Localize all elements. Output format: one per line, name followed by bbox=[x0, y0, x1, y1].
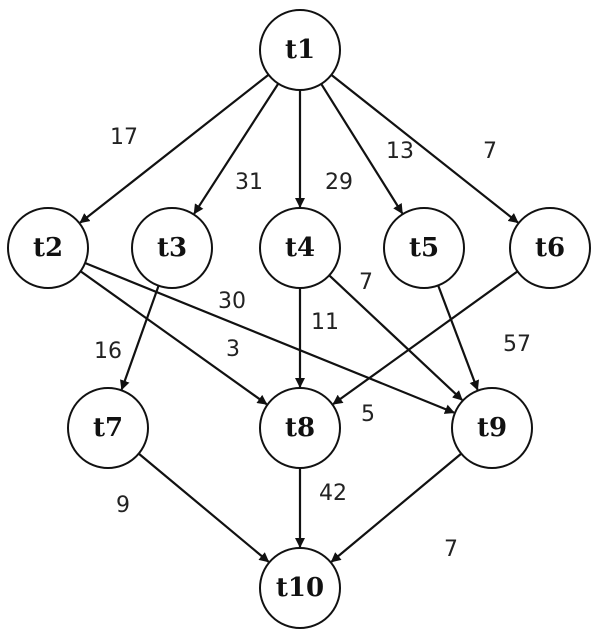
edge-t1-t3 bbox=[193, 82, 280, 215]
edge-weight-t3-t7: 16 bbox=[94, 339, 122, 364]
node-label-t3: t3 bbox=[157, 233, 187, 263]
edge-weight-t9-t10: 7 bbox=[444, 537, 458, 562]
edge-weight-t2-t9: 30 bbox=[218, 289, 246, 314]
edge-weight-t7-t10: 9 bbox=[116, 493, 130, 518]
node-circle-t6 bbox=[509, 207, 591, 289]
node-t1: t1 bbox=[259, 9, 341, 91]
node-t3: t3 bbox=[131, 207, 213, 289]
edge-weight-t5-t9: 57 bbox=[503, 332, 531, 357]
node-circle-t4 bbox=[259, 207, 341, 289]
node-label-t10: t10 bbox=[276, 573, 324, 603]
edge-weight-t1-t2: 17 bbox=[110, 125, 138, 150]
node-t4: t4 bbox=[259, 207, 341, 289]
node-label-t8: t8 bbox=[285, 413, 315, 443]
node-label-t6: t6 bbox=[535, 233, 565, 263]
edge-weight-t2-t8: 3 bbox=[226, 337, 240, 362]
nodes-layer: t1 t2 t3 t4 t5 t6 t7 t8 t9 t10 bbox=[7, 9, 591, 629]
edge-t5-t9 bbox=[437, 285, 480, 391]
node-circle-t1 bbox=[259, 9, 341, 91]
node-circle-t8 bbox=[259, 387, 341, 469]
edge-weights-layer: 17 31 29 13 7 3 30 16 11 7 57 5 9 42 7 bbox=[94, 125, 531, 562]
edge-t2-t9 bbox=[84, 262, 455, 414]
node-t2: t2 bbox=[7, 207, 89, 289]
edge-weight-t8-t10: 42 bbox=[319, 481, 347, 506]
node-label-t2: t2 bbox=[33, 233, 63, 263]
edge-t9-t10 bbox=[330, 452, 462, 563]
edge-t4-t9 bbox=[328, 274, 463, 401]
node-circle-t2 bbox=[7, 207, 89, 289]
edge-t1-t2 bbox=[79, 73, 270, 224]
edge-weight-t1-t4: 29 bbox=[325, 170, 353, 195]
edges-layer bbox=[79, 73, 519, 563]
node-circle-t9 bbox=[451, 387, 533, 469]
node-t5: t5 bbox=[383, 207, 465, 289]
edge-t6-t8 bbox=[332, 270, 519, 405]
edge-t1-t5 bbox=[320, 83, 404, 215]
node-circle-t7 bbox=[67, 387, 149, 469]
node-label-t5: t5 bbox=[409, 233, 439, 263]
node-label-t4: t4 bbox=[285, 233, 315, 263]
node-t10: t10 bbox=[259, 547, 341, 629]
node-label-t7: t7 bbox=[93, 413, 123, 443]
node-t9: t9 bbox=[451, 387, 533, 469]
node-t7: t7 bbox=[67, 387, 149, 469]
edge-t7-t10 bbox=[138, 452, 270, 563]
node-circle-t10 bbox=[259, 547, 341, 629]
edge-weight-t1-t3: 31 bbox=[235, 170, 263, 195]
edge-weight-t4-t8: 11 bbox=[311, 310, 339, 335]
edge-weight-t1-t5: 13 bbox=[386, 139, 414, 164]
node-t8: t8 bbox=[259, 387, 341, 469]
edge-weight-t1-t6: 7 bbox=[483, 139, 497, 164]
node-label-t1: t1 bbox=[285, 35, 315, 65]
edge-weight-t4-t9: 7 bbox=[359, 270, 373, 295]
edge-t2-t8 bbox=[79, 270, 268, 406]
node-circle-t5 bbox=[383, 207, 465, 289]
edge-t1-t6 bbox=[330, 73, 519, 224]
edge-t3-t7 bbox=[120, 285, 160, 391]
node-label-t9: t9 bbox=[477, 413, 507, 443]
node-circle-t3 bbox=[131, 207, 213, 289]
edge-weight-t6-t8: 5 bbox=[361, 402, 375, 427]
node-t6: t6 bbox=[509, 207, 591, 289]
